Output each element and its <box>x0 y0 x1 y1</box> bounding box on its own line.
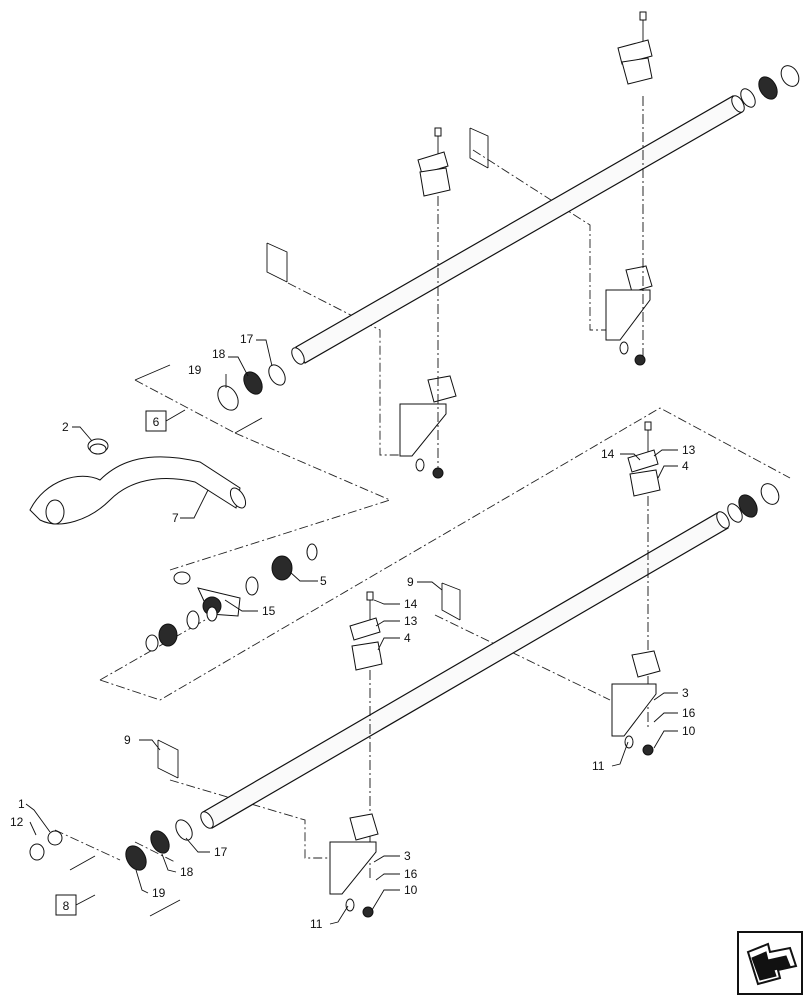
return-arrow-icon[interactable] <box>737 931 803 995</box>
upper-assembly-outline <box>134 149 620 571</box>
lower-ubolt-left <box>157 739 179 779</box>
lower-pipe-left-fittings <box>125 819 193 871</box>
callout-11-lower: 11 <box>310 917 323 931</box>
upper-ubolt-left <box>266 242 288 283</box>
callout-18-upper: 18 <box>212 347 226 361</box>
upper-left-bracket <box>399 196 457 479</box>
lower-ubolt-right <box>441 582 461 621</box>
hose-clamp <box>87 438 109 455</box>
lower-left-tee-fittings <box>145 606 218 652</box>
end-cap-fittings <box>29 830 63 861</box>
callout-10-upper: 10 <box>682 724 696 738</box>
callout-13-lower: 13 <box>404 614 418 628</box>
callout-15: 15 <box>262 604 276 618</box>
assembly-8-callout: 8 <box>55 855 181 917</box>
upper-boom-pipe <box>291 95 745 365</box>
upper-ubolt-right <box>469 127 489 169</box>
lower-left-bracket <box>329 813 379 918</box>
upper-mid-bolt <box>417 127 451 197</box>
callout-12: 12 <box>10 815 24 829</box>
callout-5: 5 <box>320 574 327 588</box>
callout-16-lower: 16 <box>404 867 418 881</box>
callout-17-upper: 17 <box>240 332 254 346</box>
callout-3-lower: 3 <box>404 849 411 863</box>
callout-4-lower: 4 <box>404 631 411 645</box>
callout-10-lower: 10 <box>404 883 418 897</box>
callout-19-upper: 19 <box>188 363 202 377</box>
callout-18-lower: 18 <box>180 865 194 879</box>
lower-boom-pipe <box>200 511 730 829</box>
callout-13-upper: 13 <box>682 443 696 457</box>
callout-labels: 2 7 19 18 17 5 15 14 13 4 9 14 13 4 3 16… <box>10 332 696 931</box>
assembly-6-callout: 6 <box>134 364 263 434</box>
upper-right-bolt <box>617 11 653 85</box>
callout-9-right: 9 <box>407 575 414 589</box>
callout-11-upper: 11 <box>592 759 605 773</box>
upper-pipe-end-fittings <box>740 65 800 108</box>
callout-3-upper: 3 <box>682 686 689 700</box>
callout-17-lower: 17 <box>214 845 228 859</box>
callout-16-upper: 16 <box>682 706 696 720</box>
tee-fitting <box>173 543 318 617</box>
upper-pipe-left-fittings <box>217 364 286 411</box>
callout-1: 1 <box>18 797 25 811</box>
leader-lines <box>25 339 678 925</box>
callout-19-lower: 19 <box>152 886 166 900</box>
callout-4-upper: 4 <box>682 459 689 473</box>
callout-box-8: 8 <box>63 899 70 913</box>
callout-box-6: 6 <box>153 415 160 429</box>
lower-right-bolt <box>627 421 661 730</box>
callout-14-upper: 14 <box>601 447 615 461</box>
callout-14-lower: 14 <box>404 597 418 611</box>
upper-right-bracket <box>605 96 653 366</box>
callout-7: 7 <box>172 511 179 525</box>
lower-pipe-end-fittings <box>727 483 780 523</box>
callout-2: 2 <box>62 420 69 434</box>
lower-right-bracket <box>611 650 661 756</box>
callout-9-left: 9 <box>124 733 131 747</box>
hose <box>29 456 247 525</box>
